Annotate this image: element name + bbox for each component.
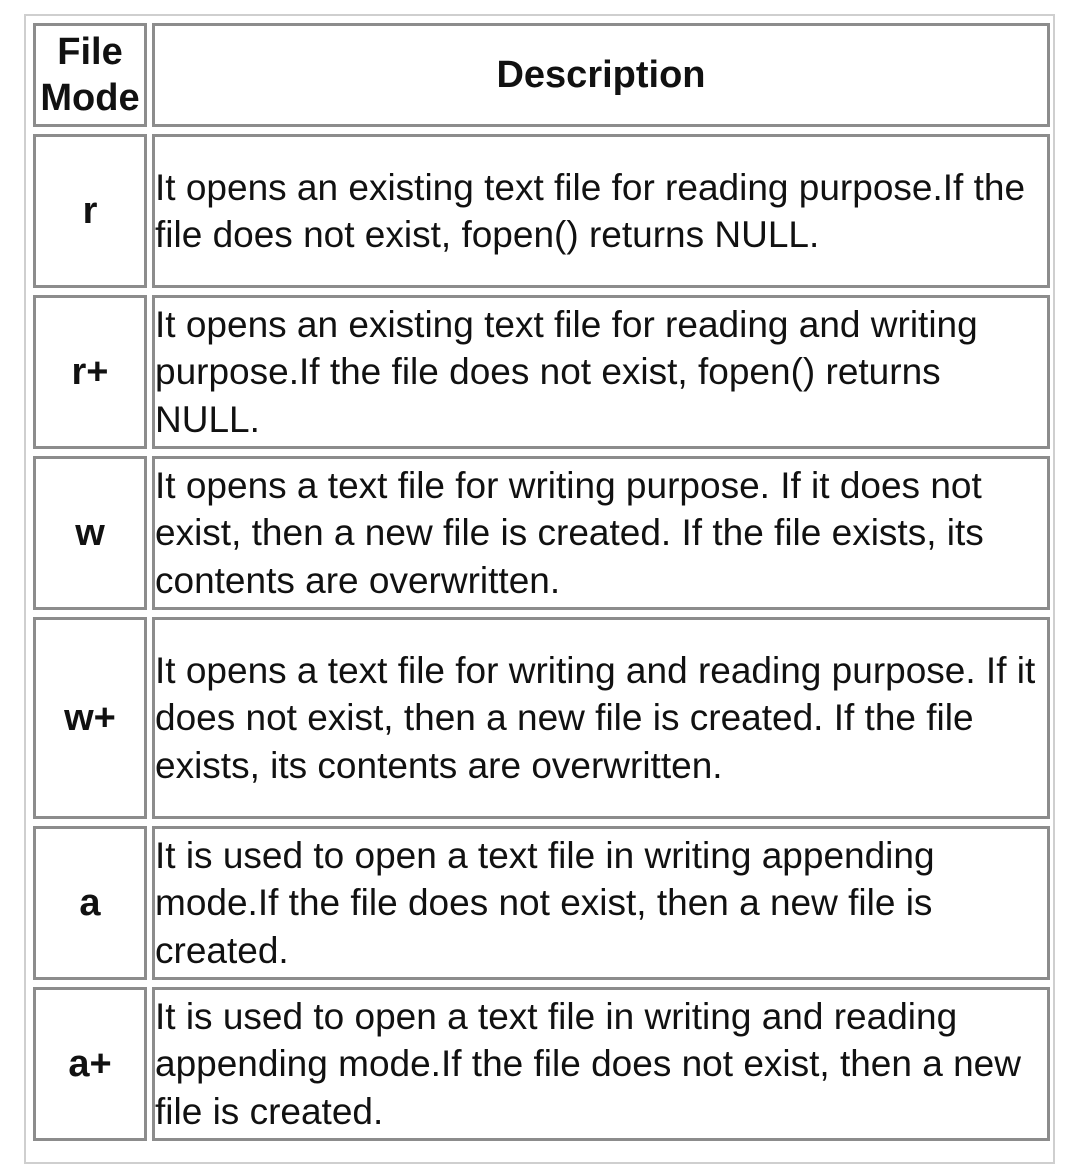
file-mode-header-line1: File	[57, 31, 123, 73]
table-row: r+ It opens an existing text file for re…	[33, 295, 1050, 449]
mode-cell: r+	[33, 295, 147, 449]
file-mode-table: File Mode Description r It opens an exis…	[28, 16, 1055, 1148]
file-mode-header-line2: Mode	[40, 77, 140, 119]
table-header-row: File Mode Description	[33, 23, 1050, 127]
description-cell: It opens an existing text file for readi…	[152, 134, 1050, 288]
description-cell: It is used to open a text file in writin…	[152, 826, 1050, 980]
description-column-header: Description	[152, 23, 1050, 127]
mode-cell: w+	[33, 617, 147, 819]
mode-cell: r	[33, 134, 147, 288]
description-cell: It is used to open a text file in writin…	[152, 987, 1050, 1141]
table-row: a+ It is used to open a text file in wri…	[33, 987, 1050, 1141]
table-row: a It is used to open a text file in writ…	[33, 826, 1050, 980]
description-cell: It opens a text file for writing and rea…	[152, 617, 1050, 819]
description-cell: It opens a text file for writing purpose…	[152, 456, 1050, 610]
mode-cell: a	[33, 826, 147, 980]
file-mode-column-header: File Mode	[33, 23, 147, 127]
table-row: w+ It opens a text file for writing and …	[33, 617, 1050, 819]
table-row: w It opens a text file for writing purpo…	[33, 456, 1050, 610]
file-mode-table-frame: File Mode Description r It opens an exis…	[24, 14, 1055, 1164]
description-cell: It opens an existing text file for readi…	[152, 295, 1050, 449]
table-row: r It opens an existing text file for rea…	[33, 134, 1050, 288]
mode-cell: w	[33, 456, 147, 610]
mode-cell: a+	[33, 987, 147, 1141]
